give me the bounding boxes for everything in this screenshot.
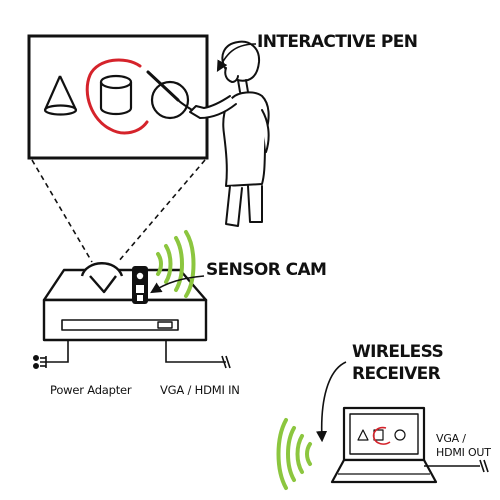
pen-arrow <box>216 43 257 72</box>
projection-lines <box>31 159 206 263</box>
label-wireless-receiver-line2: RECEIVER <box>352 364 441 384</box>
label-vga-hdmi-in: VGA / HDMI IN <box>160 383 240 397</box>
label-sensor-cam: SENSOR CAM <box>206 260 327 280</box>
projection-screen <box>27 34 209 160</box>
vga-out-cable <box>424 459 489 473</box>
base-unit <box>42 262 208 342</box>
sensor-arrow <box>150 275 205 294</box>
sensor-cam <box>132 266 148 304</box>
circle-shape <box>150 80 190 120</box>
label-vga-hdmi-out-line2: HDMI OUT <box>436 446 491 459</box>
base-signal-waves <box>156 230 196 298</box>
receiver-signal-waves <box>276 418 312 490</box>
vga-in-cable <box>165 340 231 369</box>
label-power-adapter: Power Adapter <box>50 383 132 397</box>
laptop-receiver <box>330 406 438 484</box>
cone-shape <box>43 75 78 116</box>
red-arc-stroke <box>85 58 149 135</box>
receiver-arrow <box>315 361 347 443</box>
presenter-figure <box>146 40 270 227</box>
label-interactive-pen: INTERACTIVE PEN <box>257 32 418 52</box>
power-cable <box>32 340 69 369</box>
label-wireless-receiver-line1: WIRELESS <box>352 342 444 362</box>
cylinder-shape <box>99 74 133 116</box>
label-vga-hdmi-out-line1: VGA / <box>436 432 466 445</box>
